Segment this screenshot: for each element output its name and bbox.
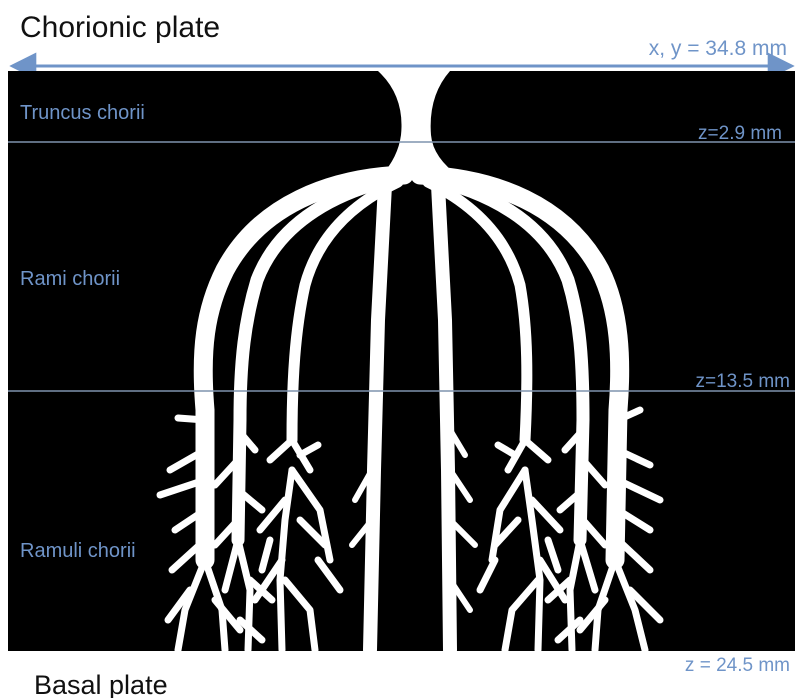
depth-label-z1: z=2.9 mm bbox=[698, 123, 782, 144]
depth-label-z2: z=13.5 mm bbox=[695, 371, 790, 392]
depth-label-z3: z = 24.5 mm bbox=[685, 655, 790, 676]
truncus-chorii-label: Truncus chorii bbox=[20, 102, 145, 124]
chorionic-plate-title: Chorionic plate bbox=[20, 11, 220, 44]
basal-plate-title: Basal plate bbox=[34, 670, 168, 698]
xy-dimension-label: x, y = 34.8 mm bbox=[649, 37, 787, 60]
rami-chorii-label: Rami chorii bbox=[20, 268, 120, 290]
ramuli-chorii-label: Ramuli chorii bbox=[20, 540, 136, 562]
